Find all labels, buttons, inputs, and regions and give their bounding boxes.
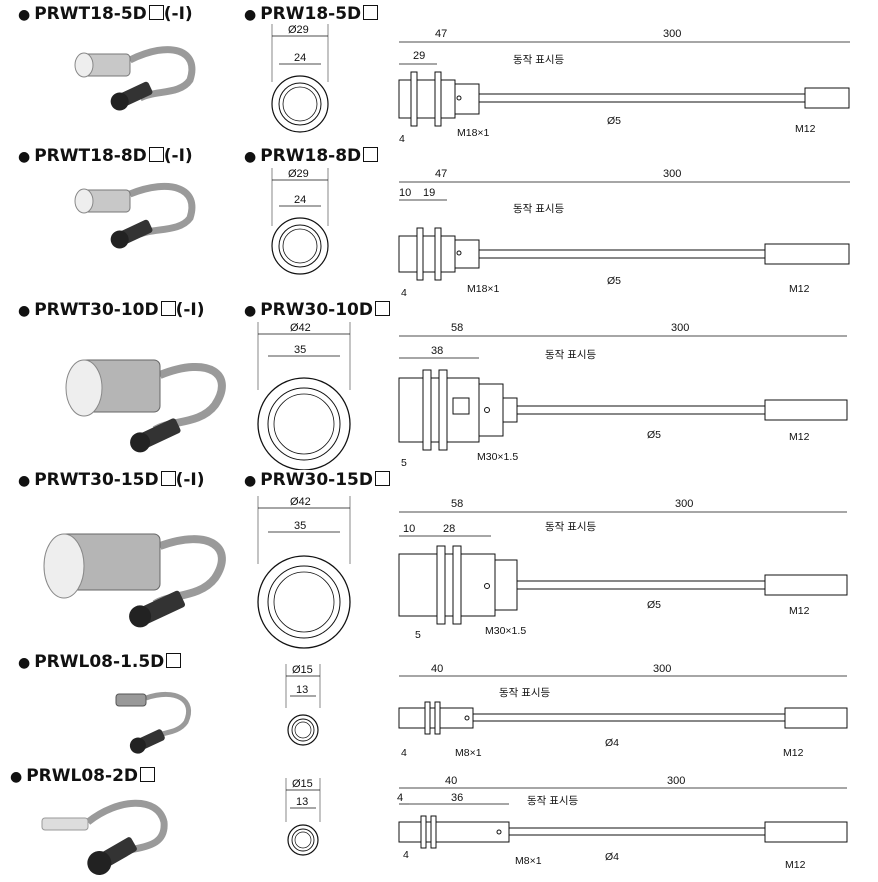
front-view: Ø42 35 bbox=[257, 496, 351, 649]
nut-dim: 5 bbox=[401, 457, 407, 469]
model-title-right: ●PRW30-10D bbox=[244, 300, 391, 321]
total-length: 40 bbox=[431, 663, 443, 675]
connector-label: M12 bbox=[785, 859, 806, 871]
section-prwt30-10d: ●PRWT30-10D(-I) ●PRW30-10D Ø42 35 58 300… bbox=[0, 300, 878, 470]
side-view: 40 300 4 36 동작 표시등 4 M8×1 Ø4 M12 bbox=[397, 775, 848, 871]
indicator-label: 동작 표시등 bbox=[499, 687, 551, 699]
face-diameter: Ø29 bbox=[288, 168, 309, 180]
side-view: 58 300 10 28 동작 표시등 5 M30×1.5 Ø5 M12 bbox=[398, 498, 848, 641]
model-title-left: ●PRWT30-15D(-I) bbox=[18, 470, 205, 490]
front-view: Ø29 24 bbox=[271, 168, 329, 275]
side-view: 58 300 38 동작 표시등 5 M30×1.5 Ø5 M12 bbox=[398, 322, 848, 469]
indicator-label: 동작 표시등 bbox=[513, 203, 565, 215]
cable-length: 300 bbox=[663, 168, 681, 180]
nut-width: 13 bbox=[296, 684, 308, 696]
length-a: 38 bbox=[431, 345, 443, 357]
nut-dim: 4 bbox=[403, 849, 409, 861]
indicator-label: 동작 표시등 bbox=[545, 521, 597, 533]
thread-label: M18×1 bbox=[457, 127, 490, 139]
thread-label: M30×1.5 bbox=[477, 451, 518, 463]
model-title-right: ●PRW18-8D bbox=[244, 146, 379, 167]
nut-dim: 5 bbox=[415, 629, 421, 641]
side-view: 47 300 29 동작 표시등 4 M18×1 Ø5 M12 bbox=[398, 28, 850, 145]
nut-dim: 4 bbox=[401, 287, 407, 299]
sensor-photo bbox=[43, 533, 226, 628]
section-prwt18-5d: ●PRWT18-5D(-I) ●PRW18-5D Ø29 24 47 300 2… bbox=[0, 0, 878, 160]
length-a: 29 bbox=[413, 50, 425, 62]
front-view: Ø15 13 bbox=[285, 778, 321, 856]
nut-width: 35 bbox=[294, 520, 306, 532]
sensor-photo bbox=[41, 799, 168, 875]
section-prwt30-15d: ●PRWT30-15D(-I) ●PRW30-15D Ø42 35 58 300… bbox=[0, 470, 878, 650]
total-length: 47 bbox=[435, 168, 447, 180]
cable-diameter: Ø5 bbox=[607, 275, 621, 287]
sensor-photo bbox=[74, 183, 196, 249]
model-title-left: ●PRWT18-5D(-I) bbox=[18, 4, 193, 24]
nut-width: 13 bbox=[296, 796, 308, 808]
model-title-right: ●PRW18-5D bbox=[244, 4, 379, 25]
face-diameter: Ø15 bbox=[292, 778, 313, 790]
face-diameter: Ø15 bbox=[292, 664, 313, 676]
thread-label: M8×1 bbox=[455, 747, 482, 759]
cable-length: 300 bbox=[671, 322, 689, 334]
length-b: 28 bbox=[443, 523, 455, 535]
total-length: 58 bbox=[451, 498, 463, 510]
cable-diameter: Ø4 bbox=[605, 851, 619, 863]
length-a: 10 bbox=[403, 523, 415, 535]
side-view: 47 300 10 19 동작 표시등 4 M18×1 Ø5 M12 bbox=[398, 168, 850, 299]
length-b: 36 bbox=[451, 792, 463, 804]
model-title-left: ●PRWT18-8D(-I) bbox=[18, 146, 193, 166]
cable-length: 300 bbox=[653, 663, 671, 675]
face-diameter: Ø29 bbox=[288, 24, 309, 36]
thread-label: M18×1 bbox=[467, 283, 500, 295]
cable-diameter: Ø5 bbox=[607, 115, 621, 127]
front-view: Ø42 35 bbox=[257, 322, 351, 470]
nut-width: 24 bbox=[294, 52, 306, 64]
section-prwl08-2d: ●PRWL08-2D Ø15 13 40 300 4 36 동작 표시등 4 M… bbox=[0, 766, 878, 881]
sensor-photo bbox=[65, 359, 226, 453]
cable-length: 300 bbox=[667, 775, 685, 787]
length-b: 19 bbox=[423, 187, 435, 199]
model-title-left: ●PRWT30-10D(-I) bbox=[18, 300, 205, 320]
connector-label: M12 bbox=[783, 747, 804, 759]
model-title-left: ●PRWL08-2D bbox=[10, 766, 156, 787]
front-view: Ø15 13 bbox=[285, 664, 321, 746]
face-diameter: Ø42 bbox=[290, 322, 311, 334]
cable-diameter: Ø5 bbox=[647, 429, 661, 441]
face-diameter: Ø42 bbox=[290, 496, 311, 508]
sensor-photo bbox=[115, 691, 191, 754]
indicator-label: 동작 표시등 bbox=[545, 349, 597, 361]
connector-label: M12 bbox=[789, 431, 810, 443]
indicator-label: 동작 표시등 bbox=[513, 54, 565, 66]
total-length: 47 bbox=[435, 28, 447, 40]
model-title-left: ●PRWL08-1.5D bbox=[18, 652, 182, 673]
thread-label: M30×1.5 bbox=[485, 625, 526, 637]
thread-label: M8×1 bbox=[515, 855, 542, 867]
length-a: 10 bbox=[399, 187, 411, 199]
model-title-right: ●PRW30-15D bbox=[244, 470, 391, 491]
connector-label: M12 bbox=[789, 605, 810, 617]
cable-diameter: Ø5 bbox=[647, 599, 661, 611]
nut-width: 24 bbox=[294, 194, 306, 206]
front-view: Ø29 24 bbox=[271, 24, 329, 133]
section-prwt18-8d: ●PRWT18-8D(-I) ●PRW18-8D Ø29 24 47 300 1… bbox=[0, 146, 878, 302]
cable-length: 300 bbox=[675, 498, 693, 510]
total-length: 40 bbox=[445, 775, 457, 787]
sensor-photo bbox=[74, 46, 196, 111]
cable-diameter: Ø4 bbox=[605, 737, 619, 749]
side-view: 40 300 동작 표시등 4 M8×1 Ø4 M12 bbox=[398, 663, 848, 759]
nut-dim: 4 bbox=[401, 747, 407, 759]
length-a: 4 bbox=[397, 792, 403, 804]
total-length: 58 bbox=[451, 322, 463, 334]
nut-width: 35 bbox=[294, 344, 306, 356]
indicator-label: 동작 표시등 bbox=[527, 795, 579, 807]
nut-dim: 4 bbox=[399, 133, 405, 145]
connector-label: M12 bbox=[789, 283, 810, 295]
cable-length: 300 bbox=[663, 28, 681, 40]
connector-label: M12 bbox=[795, 123, 816, 135]
section-prwl08-1-5d: ●PRWL08-1.5D Ø15 13 40 300 동작 표시등 4 M8×1… bbox=[0, 652, 878, 766]
